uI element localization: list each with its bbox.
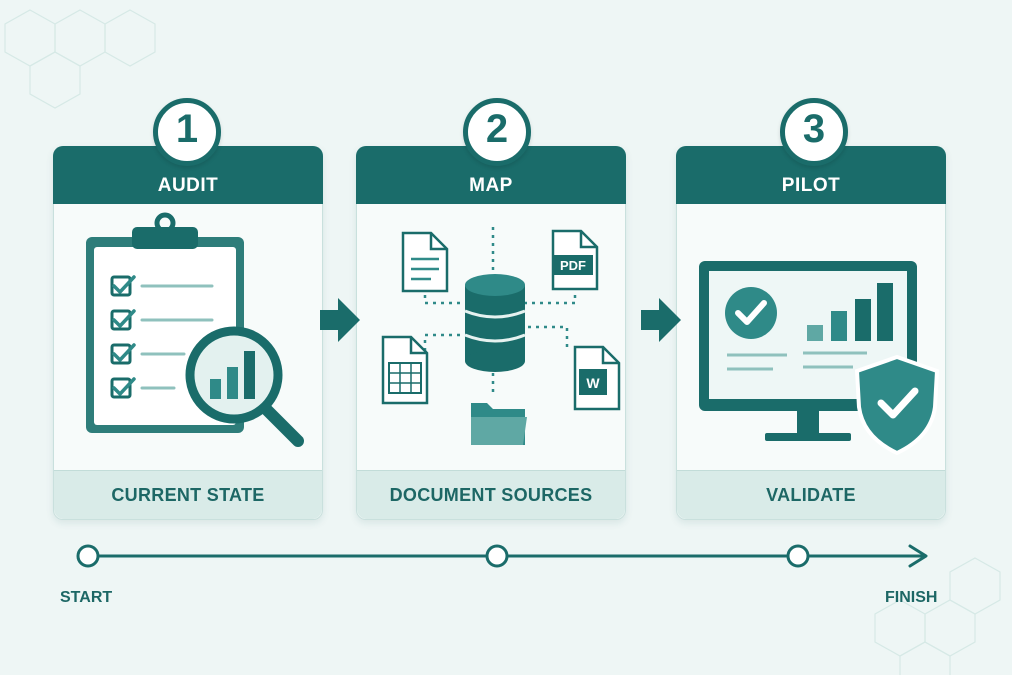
- shield-check-icon: [854, 354, 940, 456]
- magnifier-chart-icon: [185, 326, 304, 447]
- pdf-file-icon: PDF: [551, 229, 599, 291]
- map-illustration: PDF W: [381, 227, 621, 445]
- card-footer: DOCUMENT SOURCES: [357, 470, 625, 519]
- timeline-start-label: START: [60, 589, 113, 606]
- step-number: 3: [802, 107, 826, 151]
- arrow-right-icon: [320, 298, 360, 342]
- timeline-node-start: [76, 544, 100, 568]
- card-footer: CURRENT STATE: [54, 470, 322, 519]
- step-card-pilot: PILOT VALIDATE: [676, 146, 946, 520]
- step-badge-2: 2: [463, 98, 531, 166]
- timeline-finish-label: FINISH: [885, 589, 938, 606]
- database-icon: [464, 274, 526, 372]
- step-card-audit: AUDIT: [53, 146, 323, 520]
- step-badge-1: 1: [153, 98, 221, 166]
- arrow-right-icon: [641, 298, 681, 342]
- word-label: W: [586, 375, 600, 391]
- document-icon: [401, 231, 449, 293]
- spreadsheet-icon: [381, 335, 429, 405]
- step-card-map: MAP PDF: [356, 146, 626, 520]
- card-footer: VALIDATE: [677, 470, 945, 519]
- card-title: AUDIT: [157, 175, 219, 196]
- card-title: PILOT: [781, 175, 841, 196]
- audit-illustration: [86, 212, 304, 447]
- timeline-node-2: [485, 544, 509, 568]
- card-caption: CURRENT STATE: [111, 485, 265, 505]
- card-caption: VALIDATE: [766, 485, 856, 505]
- timeline-node-3: [786, 544, 810, 568]
- card-title: MAP: [469, 175, 513, 196]
- pdf-label: PDF: [560, 258, 586, 273]
- pilot-illustration: [699, 261, 940, 456]
- step-badge-3: 3: [780, 98, 848, 166]
- card-caption: DOCUMENT SOURCES: [389, 485, 593, 505]
- step-number: 2: [485, 107, 509, 151]
- folder-icon: [471, 403, 527, 445]
- step-number: 1: [175, 107, 199, 151]
- word-file-icon: W: [573, 345, 621, 411]
